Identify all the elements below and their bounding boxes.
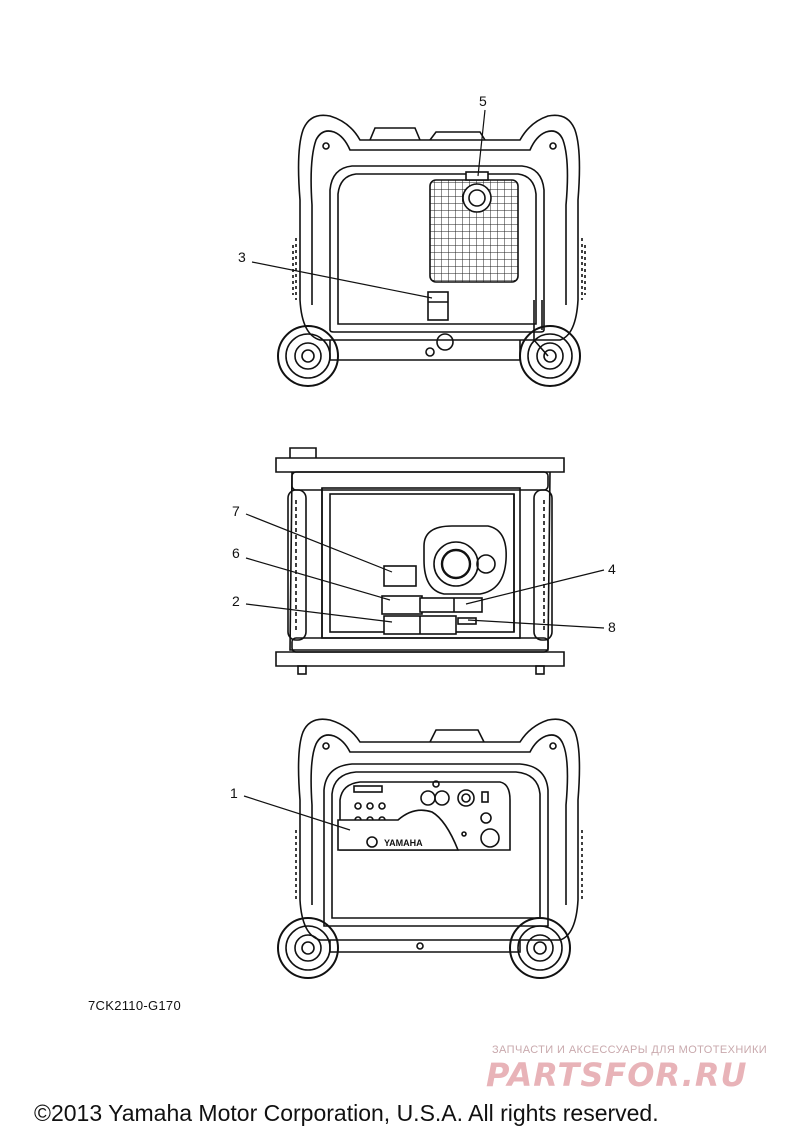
watermark-tagline: ЗАПЧАСТИ И АКСЕССУАРЫ ДЛЯ МОТОТЕХНИКИ <box>492 1044 768 1056</box>
callout-5: 5 <box>479 93 487 109</box>
callout-7: 7 <box>232 503 240 519</box>
top-view <box>275 447 565 675</box>
callout-6: 6 <box>232 545 240 561</box>
leader-lines <box>243 109 605 831</box>
watermark-logo: PARTSFOR.RU <box>486 1056 748 1094</box>
callout-3: 3 <box>238 249 246 265</box>
callout-2: 2 <box>232 593 240 609</box>
front-view <box>277 718 583 979</box>
copyright-notice: ©2013 Yamaha Motor Corporation, U.S.A. A… <box>34 1100 659 1126</box>
callout-8: 8 <box>608 619 616 635</box>
diagram-code: 7CK2110-G170 <box>88 998 181 1013</box>
rear-view <box>277 114 586 387</box>
callout-1: 1 <box>230 785 238 801</box>
panel-brand-label: YAMAHA <box>384 838 423 848</box>
callout-4: 4 <box>608 561 616 577</box>
